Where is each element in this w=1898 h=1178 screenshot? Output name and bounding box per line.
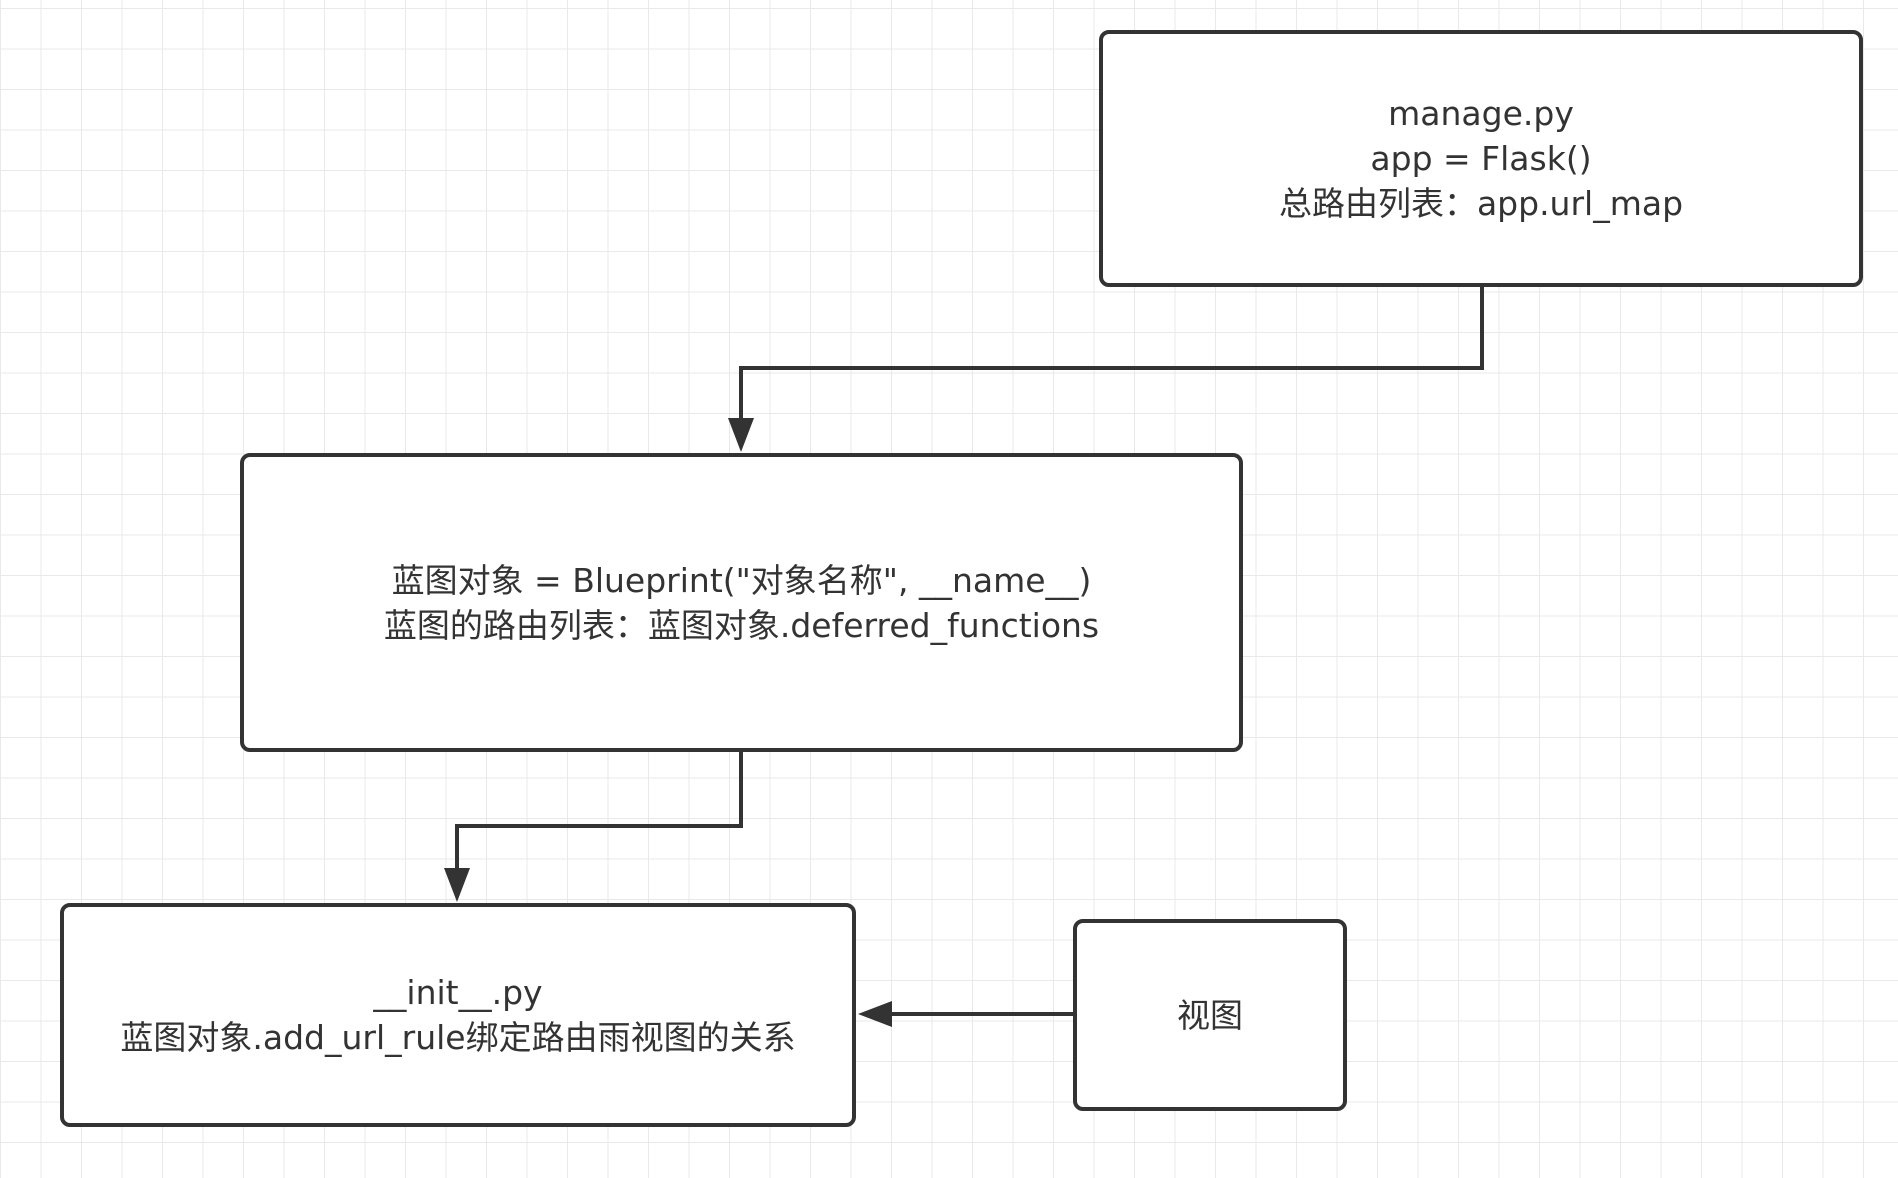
manage-py-filename: manage.py xyxy=(1388,94,1574,133)
blueprint-box: 蓝图对象 = Blueprint("对象名称", __name__) 蓝图的路由… xyxy=(240,453,1243,752)
edge-blueprint-to-init xyxy=(455,752,743,878)
blueprint-routes-line: 蓝图的路由列表：蓝图对象.deferred_functions xyxy=(383,605,1100,645)
arrowhead-view-to-init xyxy=(858,1001,892,1027)
blueprint-definition-line: 蓝图对象 = Blueprint("对象名称", __name__) xyxy=(391,560,1092,600)
init-py-add-url-rule-line: 蓝图对象.add_url_rule绑定路由雨视图的关系 xyxy=(120,1018,796,1057)
edge-manage-to-blueprint xyxy=(739,287,1484,428)
init-py-box: __init__.py 蓝图对象.add_url_rule绑定路由雨视图的关系 xyxy=(60,903,856,1127)
view-label: 视图 xyxy=(1177,995,1243,1035)
view-box: 视图 xyxy=(1073,919,1347,1111)
arrowhead-manage-to-blueprint xyxy=(728,418,754,452)
init-py-filename: __init__.py xyxy=(373,973,543,1012)
manage-py-url-map-line: 总路由列表：app.url_map xyxy=(1278,184,1684,223)
arrowhead-blueprint-to-init xyxy=(444,868,470,902)
manage-py-app-line: app = Flask() xyxy=(1370,139,1592,178)
manage-py-box: manage.py app = Flask() 总路由列表：app.url_ma… xyxy=(1099,30,1863,287)
